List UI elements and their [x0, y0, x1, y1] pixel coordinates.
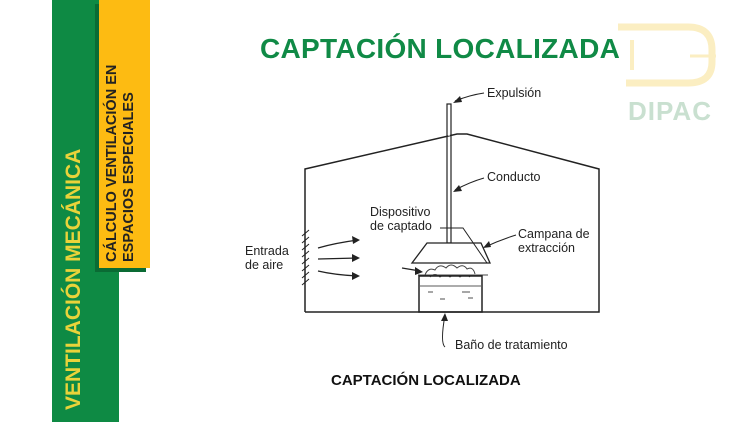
- label-campana-line-1: Campana de: [518, 227, 590, 241]
- label-conducto: Conducto: [487, 170, 541, 184]
- air-inlet-grille: [301, 229, 310, 286]
- duct: [446, 103, 452, 244]
- diagram-caption: CAPTACIÓN LOCALIZADA: [331, 372, 521, 389]
- air-flow-arrows: [317, 239, 421, 277]
- dipac-logo-text: DIPAC: [628, 96, 712, 126]
- label-leaders: [442, 92, 517, 348]
- label-dispositivo: Dispositivo de captado: [370, 205, 432, 233]
- label-dispositivo-line-1: Dispositivo: [370, 205, 431, 219]
- captado-leader: [440, 227, 488, 264]
- arrow-heads: [352, 236, 423, 280]
- label-entrada-line-2: de aire: [245, 258, 284, 272]
- label-campana: Campana de extracción: [518, 227, 590, 255]
- label-entrada: Entrada de aire: [245, 244, 289, 272]
- leader-arrow-heads: [441, 96, 491, 321]
- label-entrada-line-1: Entrada: [245, 244, 289, 258]
- label-campana-line-2: extracción: [518, 241, 575, 255]
- label-bano: Baño de tratamiento: [455, 338, 568, 352]
- extraction-hood: [410, 242, 492, 264]
- label-expulsion: Expulsión: [487, 86, 542, 100]
- dipac-logo-mark: [618, 23, 716, 87]
- page-title: CAPTACIÓN LOCALIZADA: [260, 33, 621, 64]
- label-dispositivo-line-2: de captado: [370, 219, 432, 233]
- treatment-tank: [418, 275, 483, 313]
- fumes: [418, 264, 488, 278]
- building-outline: [304, 133, 600, 313]
- sidebar-yellow-band: [99, 0, 150, 268]
